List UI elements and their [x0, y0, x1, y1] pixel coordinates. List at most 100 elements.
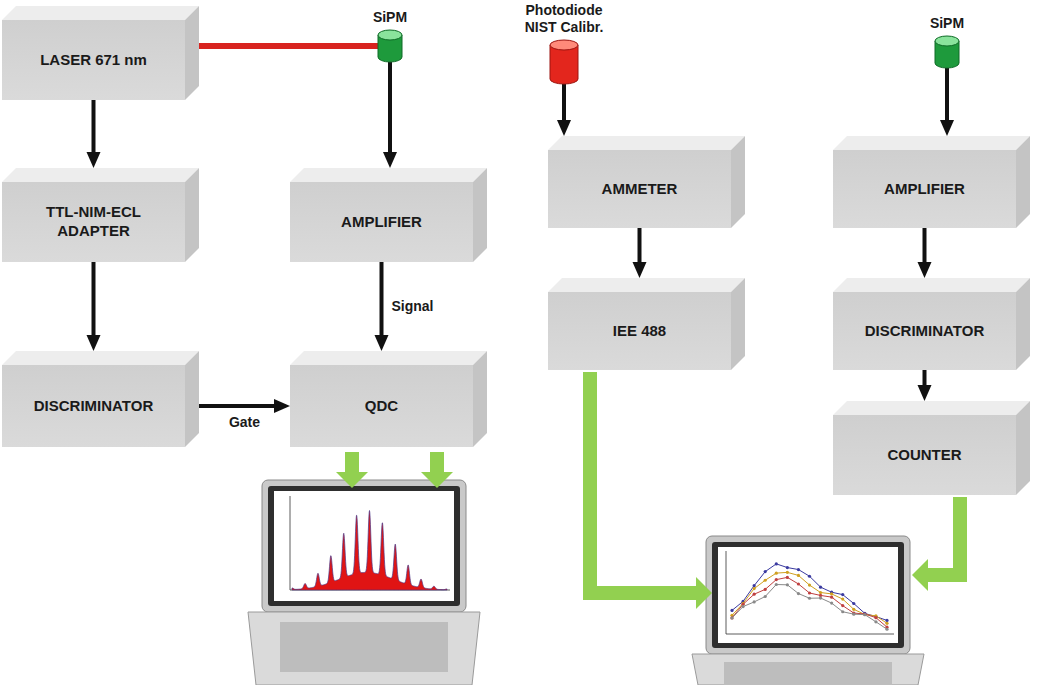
plot-marker [764, 570, 767, 573]
box-side-face [473, 351, 487, 447]
plot-marker [808, 597, 811, 600]
box-side-face [731, 278, 745, 370]
box-side-face [1016, 136, 1030, 228]
laptop-illustration [248, 480, 480, 685]
laptop-lid [262, 480, 466, 612]
device-box: QDC [290, 351, 487, 447]
label-holder: SiPM [930, 15, 964, 32]
plot-marker [819, 591, 822, 594]
box-label: QDC [365, 397, 398, 416]
box-top-face [290, 168, 487, 182]
plot-marker [764, 588, 767, 591]
box-top-face [2, 6, 199, 20]
box-front-face: LASER 671 nm [2, 20, 185, 100]
edge-label-holder: Signal [390, 298, 436, 316]
box-label: AMPLIFIER [341, 213, 422, 232]
plot-marker [830, 592, 833, 595]
sensor-cylinder: Photodiode NIST Calibr. [550, 40, 578, 84]
signal-arrow [380, 262, 384, 335]
plot-marker [741, 605, 744, 608]
plot-marker [786, 583, 789, 586]
label-holder: Photodiode NIST Calibr. [519, 2, 609, 36]
plot-marker [841, 593, 844, 596]
sensor-label: SiPM [373, 9, 407, 26]
plot-marker [863, 612, 866, 615]
plot-marker [786, 576, 789, 579]
signal-arrow [92, 262, 96, 335]
box-front-face: AMPLIFIER [833, 150, 1016, 228]
plot-marker [797, 582, 800, 585]
signal-arrow [923, 370, 927, 385]
plot-axes [290, 496, 450, 590]
plot-marker [808, 575, 811, 578]
box-front-face: QDC [290, 365, 473, 447]
laptop-keyboard [280, 622, 448, 672]
plot-marker [885, 619, 888, 622]
plot-marker [775, 583, 778, 586]
laptop-base [248, 612, 480, 685]
plot-marker [841, 610, 844, 613]
plot-series [732, 577, 887, 627]
charge-histogram [292, 511, 447, 590]
box-label: COUNTER [887, 446, 961, 465]
plot-marker [786, 566, 789, 569]
plot-series [732, 564, 887, 621]
signal-arrow [562, 84, 566, 120]
plot-marker [730, 609, 733, 612]
box-side-face [1016, 401, 1030, 495]
label-holder: SiPM [373, 9, 407, 26]
device-box: DISCRIMINATOR [2, 351, 199, 447]
signal-arrow [199, 404, 274, 408]
laptop-bezel [268, 486, 460, 606]
box-top-face [548, 278, 745, 292]
sensor-label: SiPM [930, 15, 964, 32]
plot-marker [753, 587, 756, 590]
signal-arrow [388, 62, 392, 152]
laptop-lid [706, 536, 910, 654]
plot-marker [753, 584, 756, 587]
box-side-face [473, 168, 487, 262]
cylinder-shape [935, 36, 959, 68]
box-front-face: IEE 488 [548, 292, 731, 370]
plot-marker [808, 583, 811, 586]
signal-name: Gate [229, 414, 260, 432]
box-front-face: AMMETER [548, 150, 731, 228]
box-top-face [833, 136, 1030, 150]
data-arrow [912, 497, 967, 591]
cylinder-body [550, 45, 578, 84]
box-top-face [2, 168, 199, 182]
box-label: AMPLIFIER [884, 180, 965, 199]
plot-marker [841, 604, 844, 607]
plot-marker [819, 586, 822, 589]
box-front-face: TTL-NIM-ECL ADAPTER [2, 182, 185, 262]
box-side-face [731, 136, 745, 228]
laptop-screen [718, 547, 898, 643]
plot-marker [885, 622, 888, 625]
device-box: DISCRIMINATOR [833, 278, 1030, 370]
box-side-face [1016, 278, 1030, 370]
plot-marker [764, 579, 767, 582]
line-plot [726, 551, 894, 634]
box-top-face [833, 278, 1030, 292]
plot-marker [852, 608, 855, 611]
plot-marker [741, 602, 744, 605]
box-top-face [548, 136, 745, 150]
plot-series [732, 572, 887, 623]
data-arrow [583, 372, 712, 609]
plot-marker [874, 620, 877, 623]
signal-arrow [945, 68, 949, 120]
box-side-face [185, 6, 199, 100]
box-side-face [185, 351, 199, 447]
sensor-label: Photodiode NIST Calibr. [519, 2, 609, 36]
edge-label-holder: Gate [227, 414, 262, 432]
signal-arrow [638, 228, 642, 262]
laptop-illustration [692, 536, 924, 685]
box-front-face: DISCRIMINATOR [833, 292, 1016, 370]
plot-marker [863, 613, 866, 616]
plot-marker [753, 593, 756, 596]
device-box: COUNTER [833, 401, 1030, 495]
plot-marker [808, 591, 811, 594]
laptop-keyboard [724, 662, 892, 685]
